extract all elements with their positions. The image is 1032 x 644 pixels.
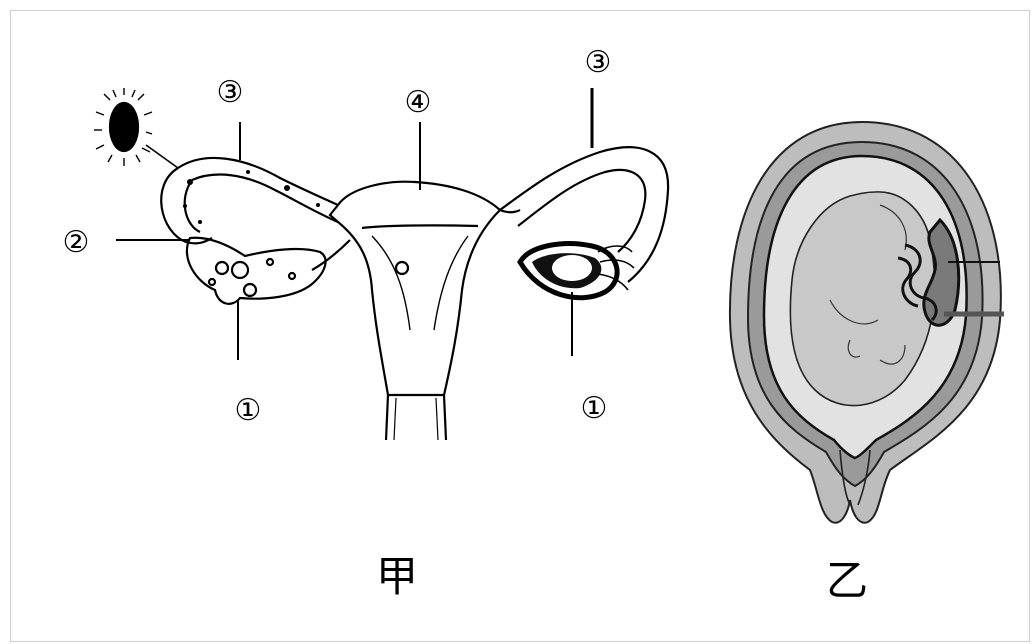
label-uterus: ④: [405, 85, 432, 120]
label-group: ③ ④ ③ ② ① ①: [63, 45, 612, 428]
label-oviduct-left: ③: [217, 75, 244, 110]
label-ovary-right: ①: [581, 391, 608, 426]
caption-jia: 甲: [376, 556, 418, 598]
label-ovary-left: ①: [235, 393, 262, 428]
caption-yi: 乙: [826, 560, 868, 602]
ovary-right: [520, 244, 634, 298]
egg-cell-icon: [94, 88, 178, 168]
figure-yi: [730, 122, 1004, 523]
ovary-left: [187, 238, 350, 304]
label-oviduct-right: ③: [585, 45, 612, 80]
oviduct-left: [161, 158, 338, 243]
label-ovum: ②: [63, 225, 90, 260]
figure-jia: [94, 88, 668, 440]
uterus: [330, 182, 520, 440]
